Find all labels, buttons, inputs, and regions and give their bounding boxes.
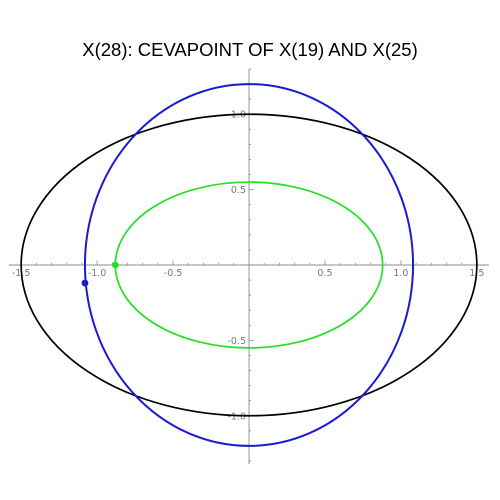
y-tick-label: 0.5 (231, 185, 246, 196)
x-tick-label: -0.5 (164, 268, 183, 279)
chart-title: X(28): CEVAPOINT OF X(19) AND X(25) (82, 39, 417, 60)
axes (9, 69, 489, 464)
y-tick-label: -1.0 (227, 411, 246, 422)
points (81, 261, 119, 287)
x-tick-label: 1.0 (393, 268, 408, 279)
green-point (111, 261, 119, 269)
x-tick-label: 0.5 (317, 268, 332, 279)
blue-point (81, 279, 89, 287)
black-ellipse (20, 113, 478, 417)
blue-ellipse (83, 83, 415, 447)
x-tick-label: -1.0 (88, 268, 107, 279)
y-tick-label: -0.5 (227, 336, 246, 347)
